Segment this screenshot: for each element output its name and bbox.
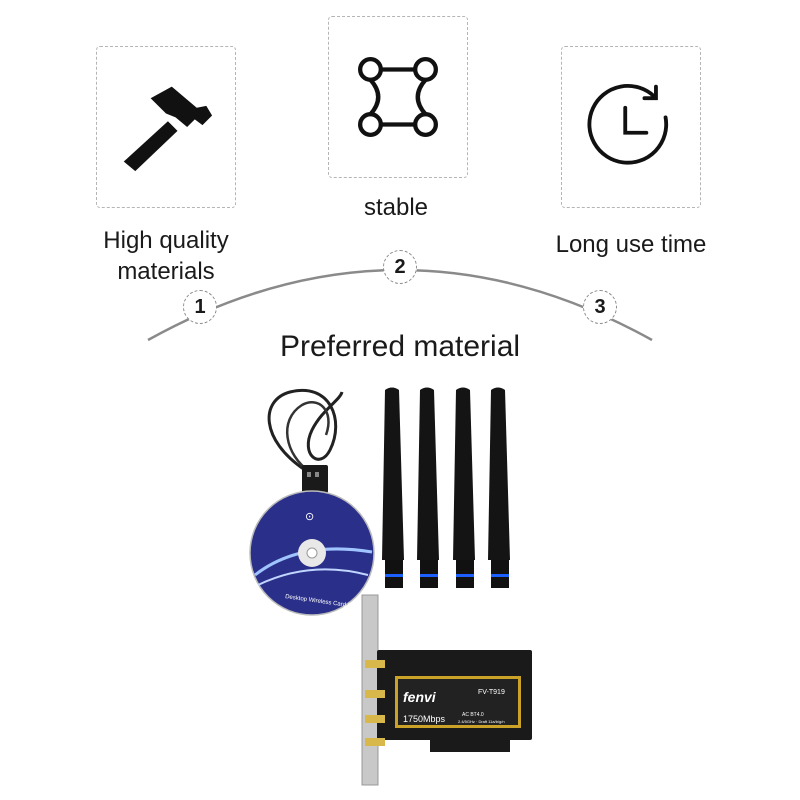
svg-text:1750Mbps: 1750Mbps — [403, 714, 446, 724]
network-nodes-icon — [358, 57, 438, 137]
feature-box-long-use — [561, 46, 701, 208]
svg-text:2.4/5GHz · Draft 11a/b/g/n: 2.4/5GHz · Draft 11a/b/g/n — [458, 719, 505, 724]
feature-label-quality: High quality materials — [103, 227, 229, 285]
hammer-icon — [123, 86, 213, 172]
section-heading: Preferred material — [279, 330, 521, 363]
wifi-card-image: fenvi FV-T919 1750Mbps AC BT4.0 2.4/5GHz… — [361, 594, 532, 786]
svg-text:⊙: ⊙ — [305, 511, 314, 523]
feature-label-stable: stable — [363, 194, 429, 221]
feature-box-stable — [328, 16, 468, 178]
clock-refresh-icon — [587, 84, 669, 165]
svg-text:FV-T919: FV-T919 — [478, 689, 505, 696]
usb-cable-image — [267, 388, 344, 493]
driver-cd-image: ⊙ Desktop Wireless Card Driver — [249, 490, 375, 616]
svg-text:AC BT4.0: AC BT4.0 — [462, 712, 484, 718]
svg-text:fenvi: fenvi — [403, 689, 437, 705]
feature-label-long-use: Long use time — [555, 231, 707, 258]
step-1-badge: 1 — [183, 290, 217, 324]
step-3-badge: 3 — [583, 290, 617, 324]
antennas-image — [382, 387, 510, 588]
feature-box-quality — [96, 46, 236, 208]
step-2-badge: 2 — [383, 250, 417, 284]
